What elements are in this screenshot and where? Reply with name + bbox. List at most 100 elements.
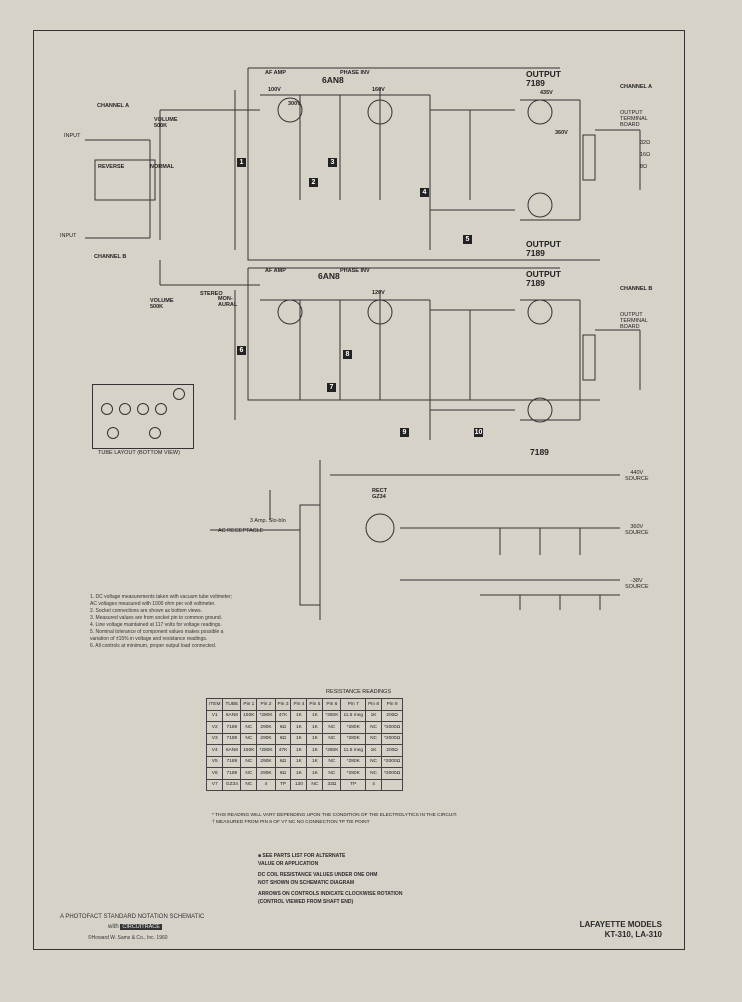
table-cell: 1K [306, 721, 324, 734]
table-header-cell: TUBE [222, 698, 242, 711]
table-cell: NC [365, 767, 383, 780]
terminal-board-b-label: OUTPUT TERMINAL BOARD [620, 312, 648, 331]
legend-line: NOT SHOWN ON SCHEMATIC DIAGRAM [258, 879, 355, 886]
note-line: 3. Measured values are from socket pin t… [90, 615, 223, 621]
table-cell: 7189 [222, 767, 242, 780]
table-cell: 1K [290, 732, 308, 745]
legend-line: (CONTROL VIEWED FROM SHAFT END) [258, 898, 354, 905]
table-cell: 1K [365, 709, 383, 722]
table-cell: 1K [290, 721, 308, 734]
table-cell: TP [274, 778, 292, 791]
socket-v3 [137, 403, 149, 415]
table-cell: *280K [340, 755, 367, 768]
table-cell: 1K [365, 744, 383, 757]
note-line: 1. DC voltage measurements taken with va… [90, 594, 233, 600]
table-cell: 6Ω [274, 721, 292, 734]
table-header-cell: Pin 9 [381, 698, 404, 711]
rectifier-label: RECT GZ34 [372, 488, 387, 501]
table-cell: NC [322, 721, 342, 734]
note-line: 5. Nominal tolerance of component values… [90, 629, 224, 635]
table-header-cell: ITEM [205, 698, 224, 711]
table-cell: NC [365, 721, 383, 734]
model-line-1: LAFAYETTE MODELS [579, 920, 662, 929]
table-cell: 6Ω [274, 767, 292, 780]
table-cell: 120 [290, 778, 308, 791]
source-38-label: -38V SOURCE [625, 578, 649, 591]
socket-v1 [149, 427, 161, 439]
socket-v5 [119, 403, 131, 415]
af-amp-a-label: AF AMP [265, 70, 286, 76]
terminal-board-a-label: OUTPUT TERMINAL BOARD [620, 110, 648, 129]
input-b-label: INPUT [60, 233, 77, 239]
tap-16-label: 16Ω [640, 152, 651, 158]
callout-6: 6 [237, 346, 246, 355]
circuitrace-line: with CIRCUITRACE [108, 924, 162, 930]
table-header-cell: Pin 4 [290, 698, 308, 711]
table-cell: *280K [322, 709, 342, 722]
table-cell: 7189 [222, 732, 242, 745]
table-cell: 1K [306, 709, 324, 722]
callout-5: 5 [463, 235, 472, 244]
v1-tube-label: 6AN8 [322, 75, 344, 85]
table-header-cell: Pin 6 [322, 698, 342, 711]
resistance-footnote-2: † MEASURED FROM PIN 8 OF V7 NC NO CONNEC… [212, 820, 370, 825]
note-line: 6. All controls at minimum, proper outpu… [90, 643, 217, 649]
channel-b-output-label: CHANNEL B [620, 286, 653, 292]
table-cell: *2000Ω [381, 767, 404, 780]
tube-layout-box [92, 384, 194, 449]
socket-v7 [173, 388, 185, 400]
table-cell: NC [240, 767, 258, 780]
table-cell: *280K [256, 744, 276, 757]
callout-10: 10 [474, 428, 483, 437]
table-cell: 200Ω [381, 709, 404, 722]
table-header-cell: Pin 3 [274, 698, 292, 711]
channel-a-output-label: CHANNEL A [620, 84, 653, 90]
note-line: 4. Line voltage maintained at 117 volts … [90, 622, 222, 628]
table-cell: V2 [205, 721, 224, 734]
table-cell: *280K [340, 732, 367, 745]
input-a-label: INPUT [64, 133, 81, 139]
table-cell: NC [240, 732, 258, 745]
socket-v2 [155, 403, 167, 415]
table-cell: 6AN8 [222, 744, 242, 757]
table-cell: 1K [306, 755, 324, 768]
table-cell: TP [340, 778, 367, 791]
tap-32-label: 32Ω [640, 140, 651, 146]
table-cell: *280K [340, 721, 367, 734]
table-cell: NC [322, 755, 342, 768]
table-cell: 1K [306, 732, 324, 745]
schematic-frame [33, 30, 685, 950]
table-cell: V4 [205, 744, 224, 757]
note-line: variation of ±15% in voltage and resista… [90, 636, 208, 642]
table-header-cell: Pin 8 [365, 698, 383, 711]
table-cell: NC [365, 755, 383, 768]
monaural-label: MON- AURAL [218, 296, 238, 309]
channel-b-label: CHANNEL B [94, 254, 127, 260]
tap-8-label: 8Ω [640, 164, 648, 170]
note-line: AC voltages measured with 1000 ohm per v… [90, 601, 216, 607]
table-cell: NC [322, 767, 342, 780]
source-360-label: 360V SOURCE [625, 524, 649, 537]
resistance-title: RESISTANCE READINGS [326, 689, 391, 695]
circuitrace-logo: CIRCUITRACE [120, 924, 162, 930]
output-v3-label: OUTPUT 7189 [526, 239, 561, 259]
output-v6-label: 7189 [530, 447, 549, 457]
callout-1: 1 [237, 158, 246, 167]
callout-2: 2 [309, 178, 318, 187]
reverse-label: REVERSE [98, 164, 125, 170]
table-cell: *2000Ω [381, 755, 404, 768]
measurement-notes: 1. DC voltage measurements taken with va… [90, 594, 320, 650]
v1-grid-voltage: 100V [268, 87, 281, 93]
table-cell: 11.5 meg [340, 744, 367, 757]
table-cell: NC [240, 755, 258, 768]
table-cell: 1K [306, 744, 324, 757]
source-440-label: 440V SOURCE [625, 470, 649, 483]
